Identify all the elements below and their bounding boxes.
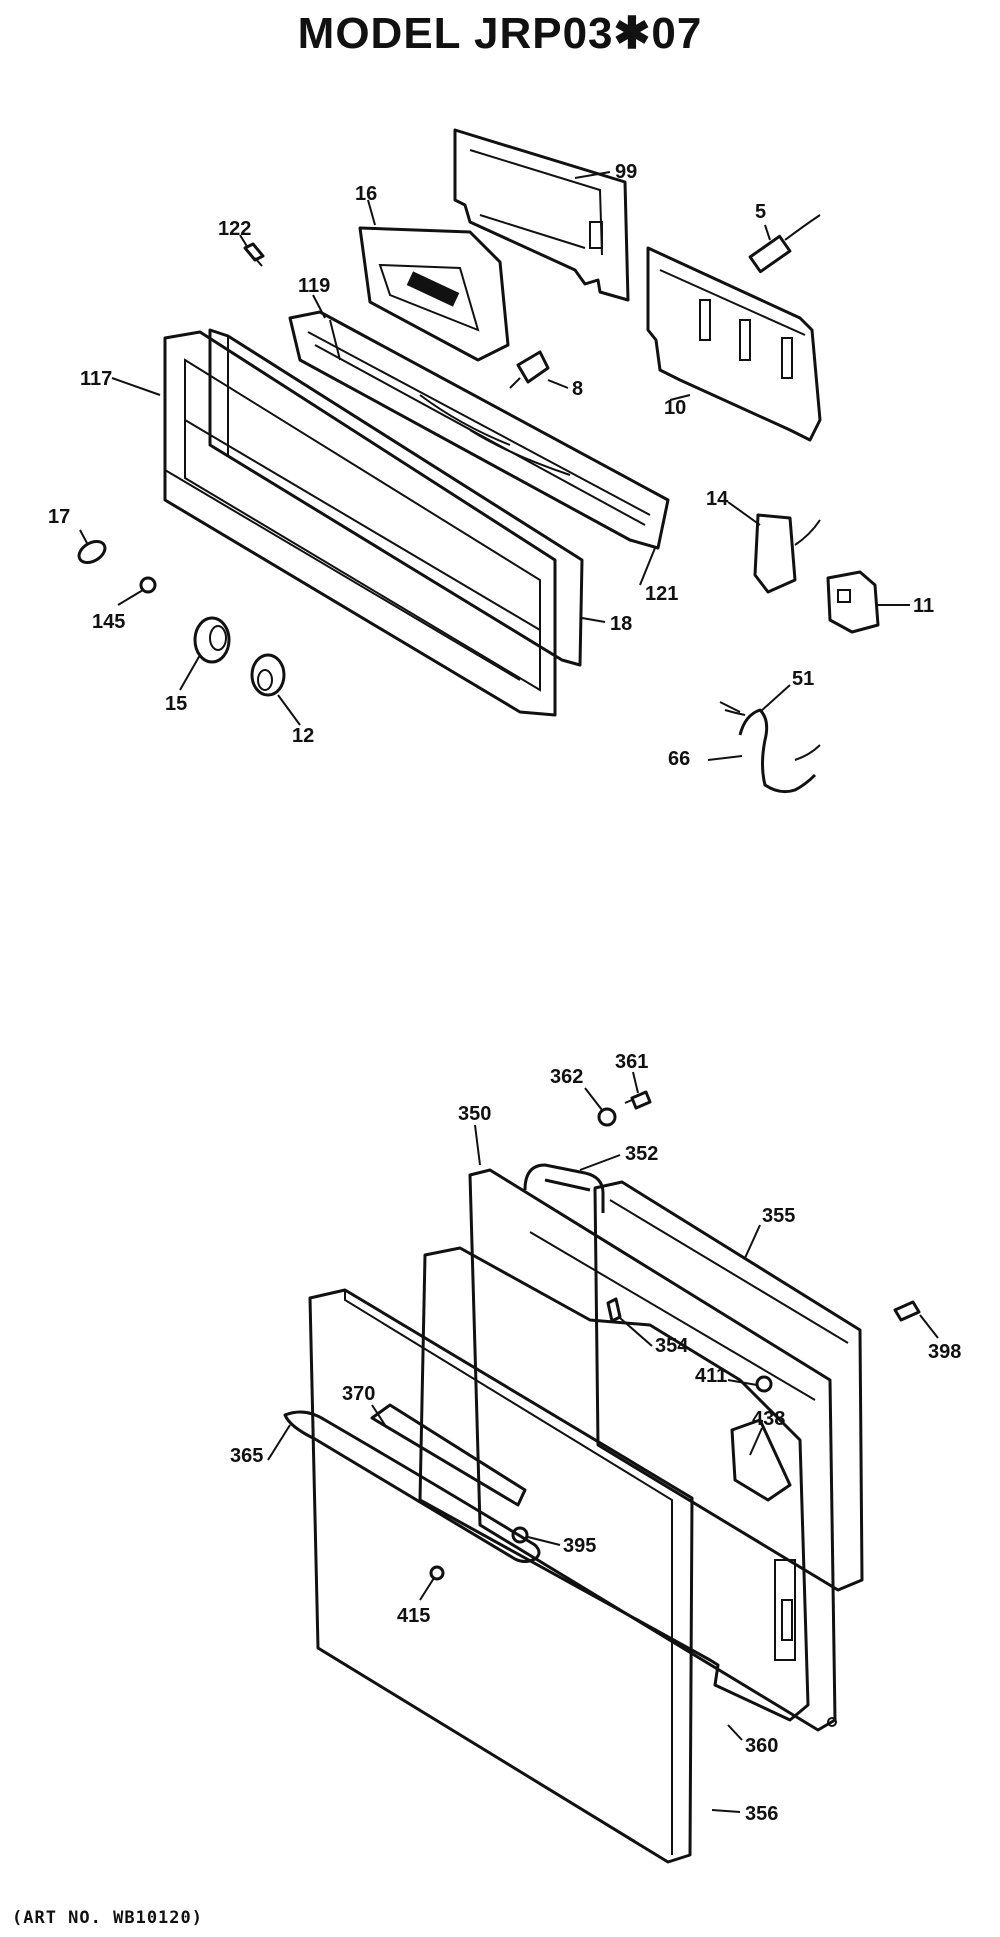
part-356-outer-door (308, 1288, 694, 1864)
part-395-screw (511, 1526, 529, 1544)
part-354-latch (606, 1297, 622, 1323)
callout-99: 99 (615, 161, 637, 183)
part-438-bracket (730, 1418, 792, 1502)
part-11-relay (826, 570, 880, 634)
callout-119: 119 (298, 275, 330, 297)
callout-438: 438 (752, 1408, 785, 1430)
part-122-screw (243, 242, 265, 267)
callout-16: 16 (355, 183, 377, 205)
part-398-screw (893, 1300, 921, 1322)
callout-362: 362 (550, 1066, 583, 1088)
callout-51: 51 (792, 668, 814, 690)
callout-352: 352 (625, 1143, 658, 1165)
part-117-frame (163, 330, 557, 717)
part-16-display-module (358, 226, 510, 362)
part-15-knob (193, 616, 231, 664)
part-370-handle-trim (370, 1403, 527, 1507)
callout-11: 11 (913, 595, 934, 617)
callout-17: 17 (48, 506, 70, 528)
callout-12: 12 (292, 725, 314, 747)
callout-10: 10 (664, 397, 686, 419)
callout-66: 66 (668, 748, 690, 770)
part-361-screw (624, 1090, 652, 1110)
upper-callouts: 99 5 16 122 119 117 8 10 14 11 17 145 12… (48, 161, 934, 770)
callout-361: 361 (615, 1051, 648, 1073)
callout-365: 365 (230, 1445, 263, 1467)
lower-leader-lines (267, 1071, 939, 1813)
part-10-bracket (646, 246, 822, 442)
callout-15: 15 (165, 693, 187, 715)
upper-leader-lines (79, 171, 910, 761)
callout-411: 411 (695, 1365, 727, 1387)
part-360-insulation (418, 1246, 810, 1722)
callout-354: 354 (655, 1335, 689, 1357)
part-355-outer-panel (593, 1180, 864, 1592)
part-17-knob (77, 540, 107, 564)
diagram-title: MODEL JRP03✱07 (297, 9, 703, 58)
callout-398: 398 (928, 1341, 961, 1363)
part-362-washer (597, 1107, 617, 1127)
callout-356: 356 (745, 1803, 778, 1825)
part-121-control-board (288, 310, 670, 550)
callout-370: 370 (342, 1383, 375, 1405)
part-12-knob (250, 653, 286, 697)
callout-8: 8 (572, 378, 583, 400)
part-350-inner-panel (468, 1168, 837, 1732)
part-66-wire-harness (719, 701, 821, 794)
callout-145: 145 (92, 611, 125, 633)
callout-122: 122 (218, 218, 251, 240)
callout-14: 14 (706, 488, 729, 510)
part-415-screw (429, 1565, 445, 1581)
lower-callouts: 361 362 350 352 355 398 354 411 370 438 … (230, 1051, 961, 1825)
callout-415: 415 (397, 1605, 430, 1627)
part-18-panel (208, 328, 584, 667)
part-365-door-handle (283, 1410, 541, 1563)
part-352-bracket (523, 1163, 605, 1213)
callout-350: 350 (458, 1103, 491, 1125)
part-14-relay (753, 513, 821, 594)
callout-117: 117 (80, 368, 112, 390)
callout-395: 395 (563, 1535, 596, 1557)
callout-360: 360 (745, 1735, 778, 1757)
part-99-bracket (453, 128, 630, 302)
part-145-clip (139, 576, 157, 594)
callout-18: 18 (610, 613, 632, 635)
art-number: (ART NO. WB10120) (12, 1908, 203, 1928)
callout-355: 355 (762, 1205, 795, 1227)
callout-121: 121 (645, 583, 678, 605)
part-411-fastener (755, 1375, 773, 1393)
part-8-switch (509, 350, 550, 389)
callout-5: 5 (755, 201, 766, 223)
part-5-sensor (748, 214, 821, 274)
